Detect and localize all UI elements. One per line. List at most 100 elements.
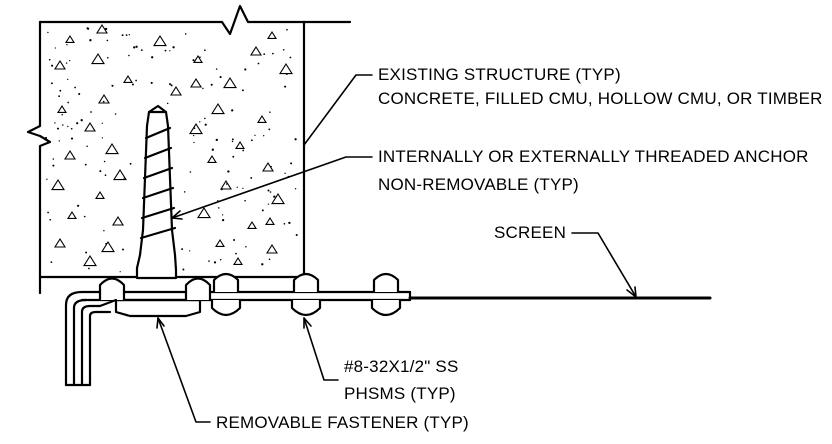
aggregate-speck [114,113,117,115]
aggregate-speck [189,250,191,252]
aggregate-speck [272,52,274,55]
aggregate-speck [235,252,237,255]
leader-lines [156,74,637,423]
aggregate-triangle [271,192,285,205]
aggregate-speck [273,195,276,198]
aggregate-speck [202,87,204,90]
aggregate-triangle [67,210,77,219]
callout-screen: SCREEN [494,223,566,242]
leader-removable-fastener [157,317,211,423]
aggregate-speck [236,186,238,188]
aggregate-speck [76,204,80,207]
aggregate-speck [244,199,246,202]
aggregate-speck [50,261,53,264]
aggregate-speck [119,220,122,222]
phsms-screws [210,298,402,317]
aggregate-speck [58,140,60,142]
aggregate-speck [50,82,53,85]
aggregate-speck [65,62,68,64]
aggregate-speck [219,258,222,261]
aggregate-speck [219,76,222,79]
aggregate-speck [164,49,167,52]
aggregate-speck [210,83,213,86]
aggregate-speck [269,191,272,193]
aggregate-triangle [279,62,293,75]
aggregate-speck [263,135,265,137]
aggregate-triangle [54,59,66,70]
leader-anchor [171,156,373,219]
aggregate-speck [268,258,271,261]
frame-bar [80,290,412,302]
aggregate-triangle [257,114,267,123]
aggregate-speck [294,188,297,190]
callout-screw-line2: PHSMS (TYP) [344,384,456,403]
aggregate-speck [54,47,57,49]
aggregate-speck [67,125,69,128]
aggregate-speck [221,218,225,222]
aggregate-speck [135,79,137,82]
leader-screw [303,317,339,381]
aggregate-speck [47,211,49,214]
aggregate-speck [294,138,297,141]
structure-left-edge-break [26,20,52,295]
aggregate-speck [213,261,217,264]
aggregate-speck [289,56,292,59]
clip-3 [212,272,240,294]
aggregate-speck [250,139,253,142]
aggregate-speck [46,178,48,180]
aggregate-speck [204,117,206,120]
aggregate-triangle [101,240,115,253]
aggregate-speck [102,100,105,103]
aggregate-speck [52,158,55,160]
aggregate-speck [211,148,214,151]
aggregate-speck [231,140,234,143]
aggregate-speck [242,149,245,152]
aggregate-triangle [207,154,217,163]
aggregate-speck [101,137,104,139]
leader-existing-structure [303,74,373,146]
aggregate-triangle [57,104,67,113]
aggregate-speck [270,166,272,168]
aggregate-speck [225,183,228,185]
callout-screw-line1: #8-32X1/2" SS [344,357,459,376]
aggregate-triangle [84,121,96,132]
aggregate-speck [172,46,175,49]
aggregate-speck [288,221,291,225]
aggregate-speck [221,214,224,216]
aggregate-speck [105,242,107,245]
aggregate-speck [84,163,87,166]
aggregate-speck [285,73,288,76]
aggregate-triangle [262,161,274,172]
aggregate-speck [286,28,288,31]
aggregate-speck [283,222,286,225]
aggregate-speck [215,138,218,142]
aggregate-triangle [266,243,278,254]
anchor-tip [147,104,168,114]
aggregate-speck [233,239,236,241]
structure-top-edge-break [38,4,352,36]
aggregate-speck [244,68,247,71]
aggregate-triangle [98,93,110,104]
aggregate-speck [199,56,201,58]
aggregate-speck [231,109,234,112]
screw-1 [210,298,242,317]
aggregate-speck [67,78,69,81]
aggregate-speck [104,27,108,31]
aggregate-speck [231,138,234,141]
aggregate-speck [70,127,73,130]
concrete-aggregate [44,23,298,273]
aggregate-speck [58,95,60,98]
aggregate-triangle [265,216,275,225]
aggregate-triangle [54,237,66,248]
aggregate-speck [151,56,154,59]
callout-anchor-line1: INTERNALLY OR EXTERNALLY THREADED ANCHOR [378,147,809,166]
aggregate-speck [103,230,105,232]
callout-existing-structure-line2: CONCRETE, FILLED CMU, HOLLOW CMU, OR TIM… [378,89,823,108]
callout-removable-fastener: REMOVABLE FASTENER (TYP) [216,413,469,432]
aggregate-speck [61,114,63,116]
aggregate-triangle [220,179,232,190]
aggregate-speck [47,31,49,34]
aggregate-triangle [123,74,133,83]
